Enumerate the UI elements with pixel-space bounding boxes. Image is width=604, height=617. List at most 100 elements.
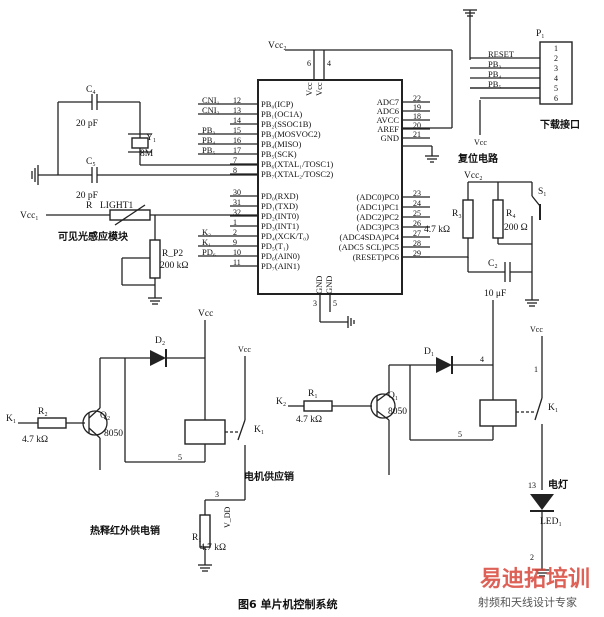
q2-label: Q₂: [100, 411, 110, 421]
relay2-pin-4: 4: [480, 355, 484, 364]
mcu-left-net-label: K₁: [202, 237, 211, 247]
mcu-left-pin-num: 31: [233, 198, 241, 207]
d2-diode: [150, 350, 166, 366]
mcu-right-pin-num: 29: [413, 249, 421, 258]
watermark-title: 易迪拓培训: [480, 566, 590, 592]
rp2-label: R_P2: [162, 249, 183, 259]
r2-value: 4.7 kΩ: [22, 435, 48, 445]
r1-resistor: [303, 400, 333, 412]
mcu-gnd-label-2: GND: [324, 276, 334, 294]
mcu-right-pin-num: 28: [413, 239, 421, 248]
r-light-label: R: [86, 201, 93, 211]
mcu-right-pin-name: (ADC4SDA)PC4: [339, 232, 399, 242]
mcu-right-pin-name: (ADC3)PC3: [356, 222, 399, 232]
pir-supply-label: 热释红外供电销: [90, 524, 160, 537]
mcu-right-pin-name: AVCC: [376, 115, 399, 125]
mcu-left-pin-num: 12: [233, 96, 241, 105]
mcu-left-pin-num: 16: [233, 136, 241, 145]
s1-label: S₁: [538, 187, 547, 197]
mcu-right-pin-name: (ADC2)PC2: [356, 212, 399, 222]
light-module-label: 可见光感应模块: [58, 230, 129, 243]
pin-3-label: 3: [215, 490, 219, 499]
mcu-vcc-label-2: Vcc: [314, 82, 324, 96]
r2-label: R₂: [38, 407, 48, 417]
mcu-left-pin-name: PB₅(SCK): [261, 149, 297, 159]
mcu-right-pin-num: 22: [413, 94, 421, 103]
mcu-left-pin-num: 10: [233, 248, 241, 257]
mcu-left-pin-name: PB₄(MISO): [261, 139, 301, 149]
k1-input-label: K₁: [6, 414, 16, 424]
vcc-k1-label: Vcc: [238, 345, 251, 354]
r1-left-value: 4.7 kΩ: [200, 543, 226, 553]
r1-label: R₁: [308, 389, 318, 399]
pin-2-label: 2: [530, 553, 534, 562]
mcu-right-pin-name: (ADC1)PC1: [356, 202, 399, 212]
c4-value: 20 pF: [76, 119, 98, 129]
d1-label: D₁: [424, 347, 434, 357]
mcu-left-pin-num: 7: [233, 156, 237, 165]
mcu-left-net-label: PB₄: [202, 135, 215, 145]
mcu-left-net-label: K₂: [202, 227, 211, 237]
mcu-right-pin-num: 26: [413, 219, 421, 228]
k2-pin-1: 1: [534, 365, 538, 374]
download-port-label: 下载接口: [540, 118, 580, 131]
c4-label: C₄: [86, 85, 96, 95]
q2-transistor: [82, 410, 108, 436]
relay2-pin-5: 5: [458, 430, 462, 439]
mcu-right-pin-num: 23: [413, 189, 421, 198]
mcu-right-pin-num: 25: [413, 209, 421, 218]
p1-pin-num: 6: [554, 94, 558, 103]
p1-label: P₁: [536, 29, 545, 39]
mcu-right-pin-num: 24: [413, 199, 421, 208]
y1-value: 8M: [140, 149, 154, 159]
p1-net-label: PB₃: [488, 59, 501, 69]
mcu-left-pin-num: 9: [233, 238, 237, 247]
mcu-right-pin-name: GND: [381, 133, 399, 143]
r3-label: R₃: [452, 209, 462, 219]
k2-switch-label: K₁: [548, 403, 558, 413]
mcu-left-pin-name: PD₆(AIN0): [261, 251, 300, 261]
r1-left-label: R₁: [192, 533, 202, 543]
mcu-left-pin-name: PB₂(SSOC1B): [261, 119, 311, 129]
mcu-left-pin-name: PD₃(INT1): [261, 221, 299, 231]
vdd-label: V_DD: [223, 506, 232, 528]
mcu-pin-4: 4: [327, 59, 331, 68]
mcu-left-pin-name: PB₁(OC1A): [261, 109, 302, 119]
mcu-left-pin-name: PB₀(ICP): [261, 99, 293, 109]
led-label: LED₁: [540, 517, 562, 527]
mcu-right-pin-name: (RESET)PC6: [353, 252, 399, 262]
p1-net-label: PB₄: [488, 69, 501, 79]
vcc-reset-label: Vcc₂: [464, 171, 483, 181]
mcu-left-pin-num: 15: [233, 126, 241, 135]
c5-value: 20 pF: [76, 191, 98, 201]
mcu-left-pin-num: 30: [233, 188, 241, 197]
mcu-vcc-label-1: Vcc: [304, 82, 314, 96]
r4-label: R₄: [506, 209, 516, 219]
c5-label: C₅: [86, 157, 96, 167]
y1-label: Y₁: [146, 133, 156, 143]
mcu-left-pin-name: PD₅(T₁): [261, 241, 289, 251]
figure-caption: 图6 单片机控制系统: [238, 597, 337, 611]
mcu-left-pin-num: 14: [233, 116, 241, 125]
mcu-right-pin-name: (ADC0)PC0: [356, 192, 399, 202]
mcu-left-net-label: PB₅: [202, 145, 215, 155]
mcu-left-net-label: PB₃: [202, 125, 215, 135]
vcc-p1-label: Vcc: [474, 138, 487, 147]
k1-switch-label: K₁: [254, 425, 264, 435]
q1-label: Q₁: [388, 391, 398, 401]
watermark-subtitle: 射频和天线设计专家: [478, 595, 577, 609]
mcu-right-pin-num: 27: [413, 229, 421, 238]
mcu-left-pin-num: 32: [233, 208, 241, 217]
p1-pin-num: 2: [554, 54, 558, 63]
q1-transistor: [370, 393, 396, 419]
mcu-left-pin-num: 8: [233, 166, 237, 175]
mcu-left-pin-name: PD₁(TXD): [261, 201, 298, 211]
r1-value: 4.7 kΩ: [296, 415, 322, 425]
p1-net-label: RESET: [488, 49, 515, 59]
pin-13-label: 13: [528, 481, 536, 490]
r4-resistor: [492, 199, 504, 239]
crystal-y1: [131, 137, 149, 149]
r2-resistor: [37, 417, 67, 429]
d1-diode: [436, 357, 452, 373]
